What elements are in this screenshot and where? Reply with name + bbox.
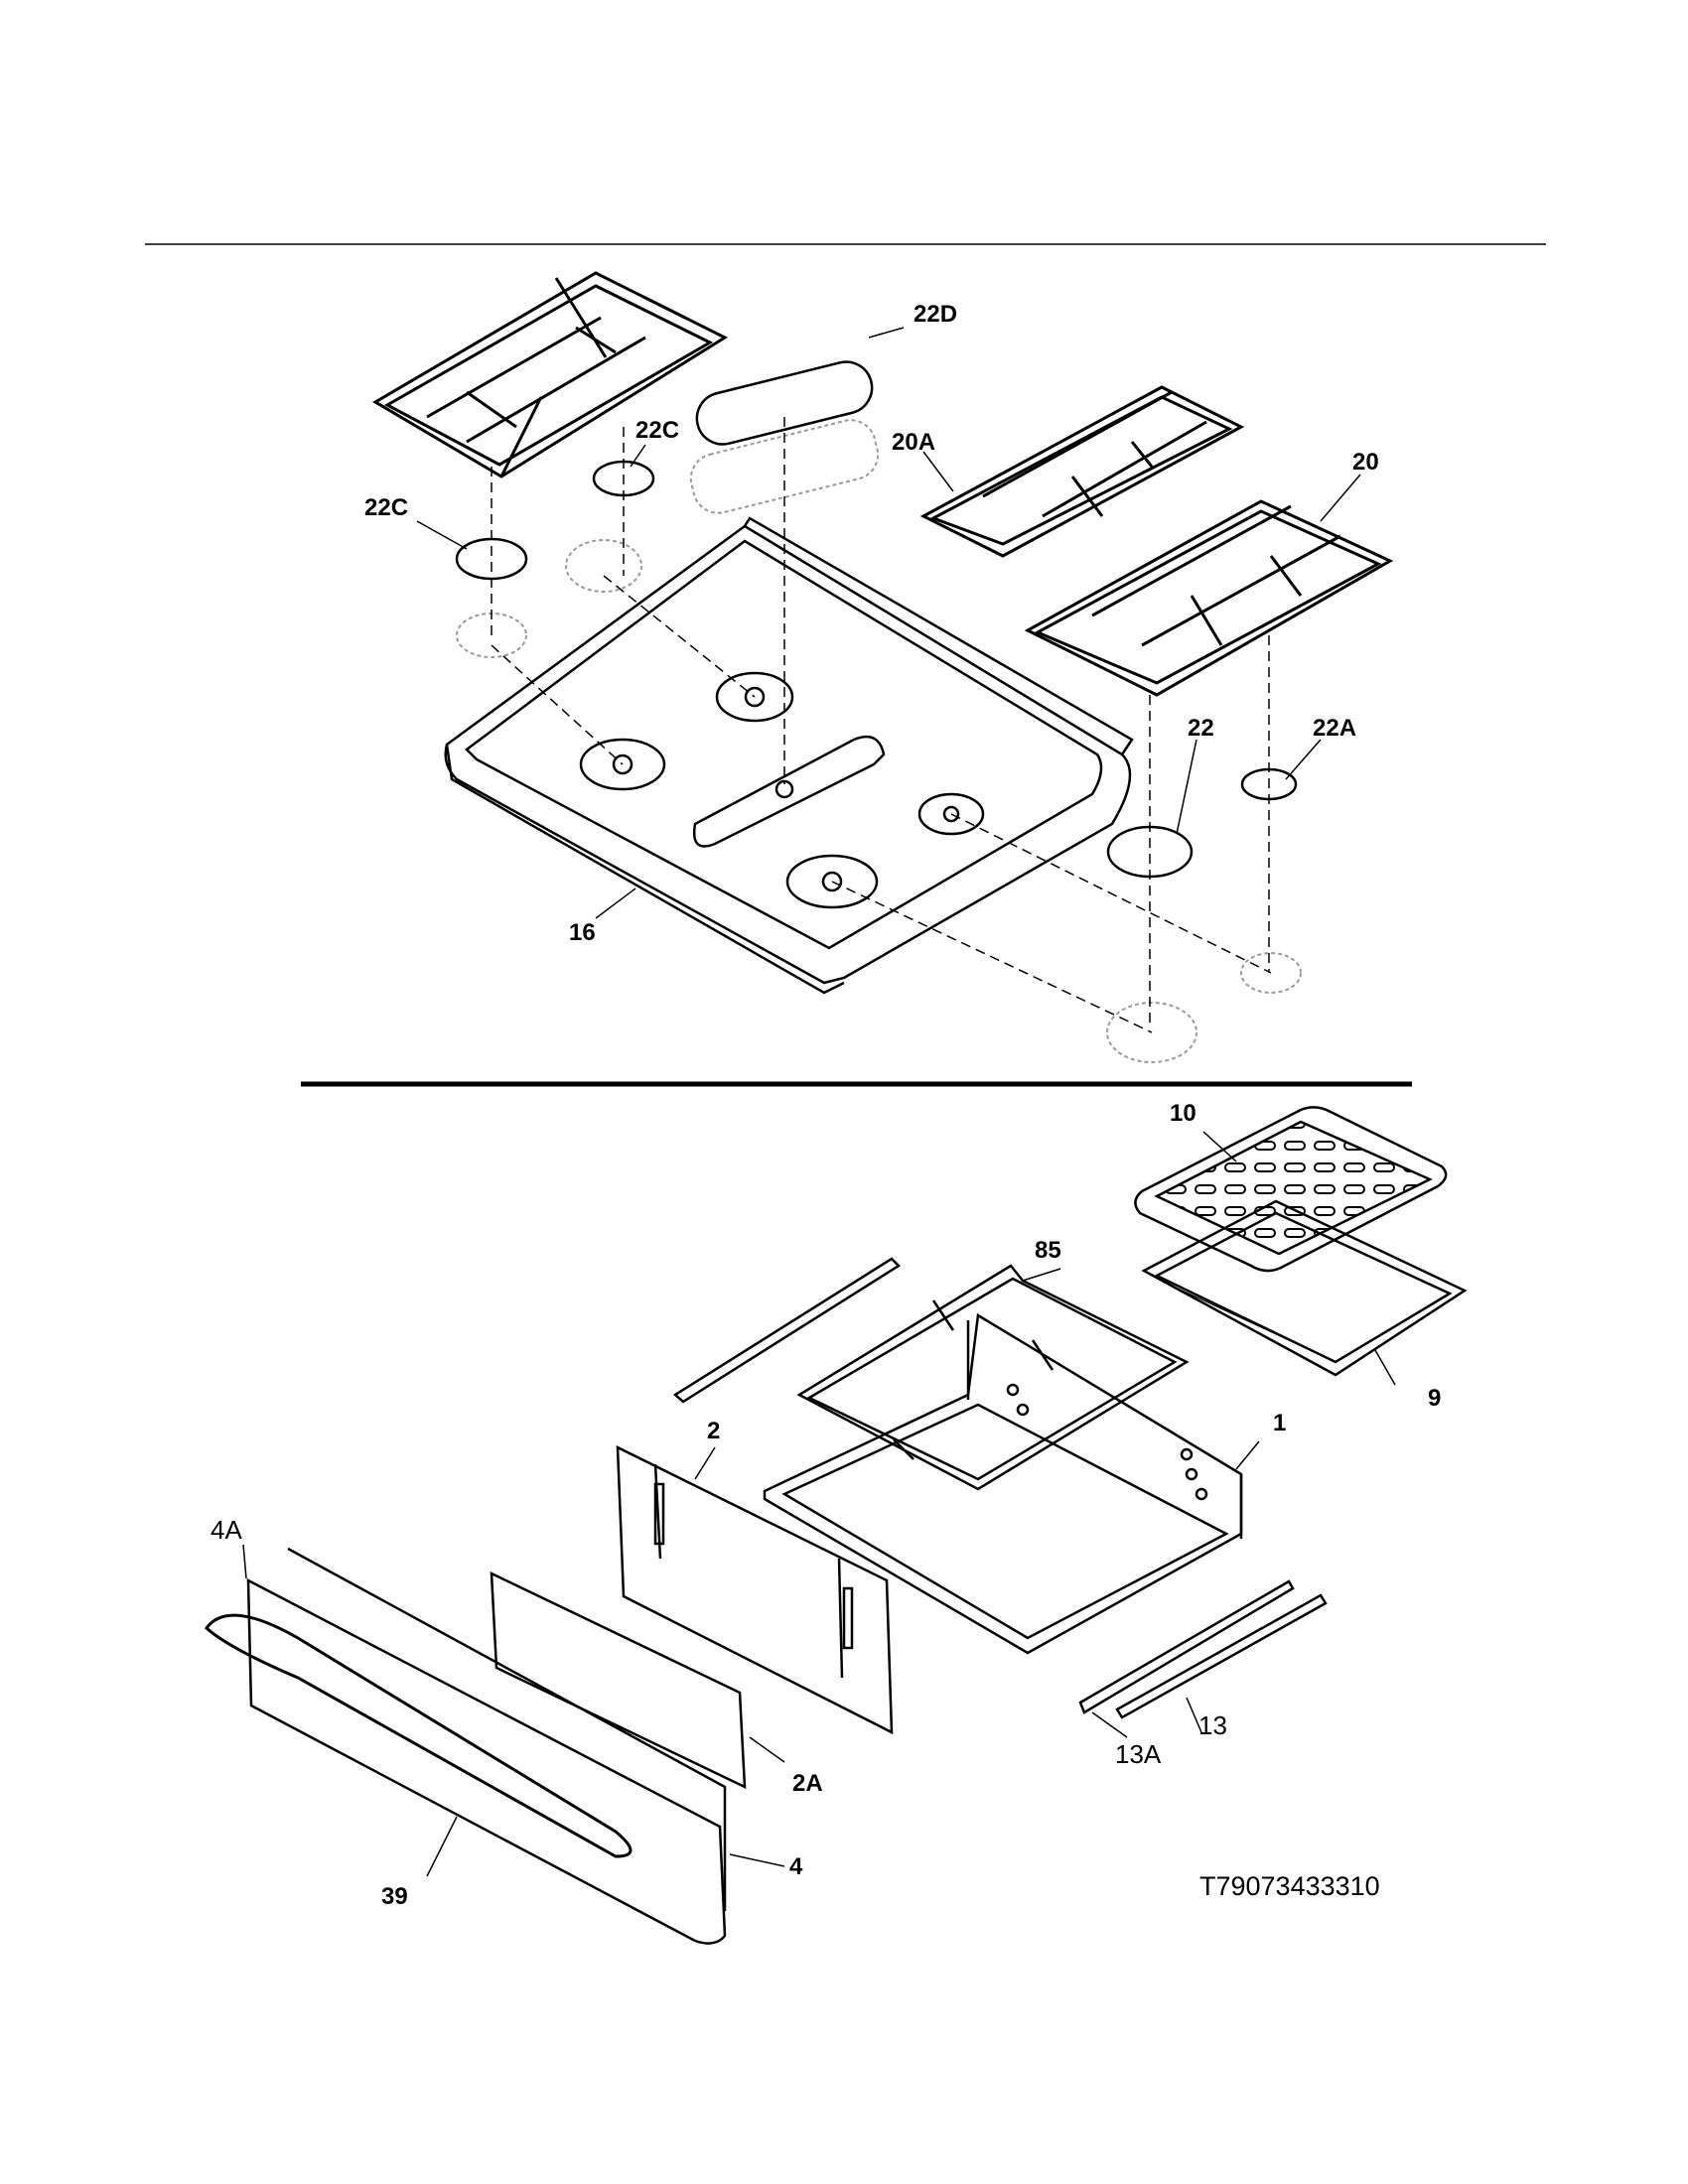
broiler-grid-part-10 bbox=[1134, 1106, 1448, 1273]
ghost-burner-heads bbox=[456, 419, 1302, 1063]
leader-lines-bottom bbox=[242, 1131, 1396, 1877]
callout-4A: 4A bbox=[211, 1515, 242, 1545]
callout-9: 9 bbox=[1428, 1385, 1442, 1412]
rail-13A bbox=[1078, 1579, 1295, 1714]
callout-4: 4 bbox=[789, 1853, 803, 1880]
drawer-front-part-4 bbox=[246, 1547, 727, 1945]
drawer-body-part-1 bbox=[763, 1312, 1243, 1655]
cooktop-main-top-part-16 bbox=[444, 516, 1134, 995]
callout-22A: 22A bbox=[1313, 715, 1357, 742]
leader-lines-top bbox=[416, 327, 1361, 919]
burner-cap-22C-left bbox=[455, 537, 528, 581]
drawer-back-part-2 bbox=[616, 1444, 894, 1735]
oval-burner-cap-22D bbox=[695, 360, 874, 446]
diagram-id: T79073433310 bbox=[1199, 1871, 1380, 1901]
drawer-handle-part-39 bbox=[204, 1613, 633, 1858]
explode-lines-top bbox=[491, 417, 1272, 1033]
callout-2: 2 bbox=[707, 1418, 721, 1444]
callout-39: 39 bbox=[381, 1883, 408, 1910]
callout-13A: 13A bbox=[1115, 1739, 1162, 1769]
burner-cap-22 bbox=[1106, 825, 1194, 879]
callout-22D: 22D bbox=[914, 301, 958, 328]
callout-10: 10 bbox=[1170, 1100, 1196, 1127]
callout-20A: 20A bbox=[892, 429, 936, 456]
broiler-pan-part-9 bbox=[1141, 1199, 1468, 1377]
callout-85: 85 bbox=[1035, 1237, 1061, 1264]
callout-22: 22 bbox=[1188, 715, 1214, 742]
callout-16: 16 bbox=[569, 919, 596, 946]
callout-22C-top: 22C bbox=[635, 417, 680, 444]
callout-13: 13 bbox=[1198, 1710, 1227, 1740]
oven-rack-part-85 bbox=[796, 1264, 1190, 1491]
burner-grate-part-20 bbox=[1024, 499, 1394, 697]
burner-grate-part-20A bbox=[919, 385, 1245, 558]
drawer-slide-rails bbox=[672, 1257, 1328, 1719]
callout-20: 20 bbox=[1352, 449, 1379, 476]
burner-grate-left bbox=[372, 271, 729, 478]
burner-caps bbox=[455, 360, 1298, 879]
callout-2A: 2A bbox=[792, 1770, 823, 1797]
rail-upper-left bbox=[672, 1257, 901, 1404]
drawer-front-liner-part-2A bbox=[490, 1570, 747, 1790]
callout-1: 1 bbox=[1273, 1410, 1287, 1436]
rail-13 bbox=[1115, 1593, 1328, 1719]
callout-22C-left: 22C bbox=[364, 494, 409, 521]
